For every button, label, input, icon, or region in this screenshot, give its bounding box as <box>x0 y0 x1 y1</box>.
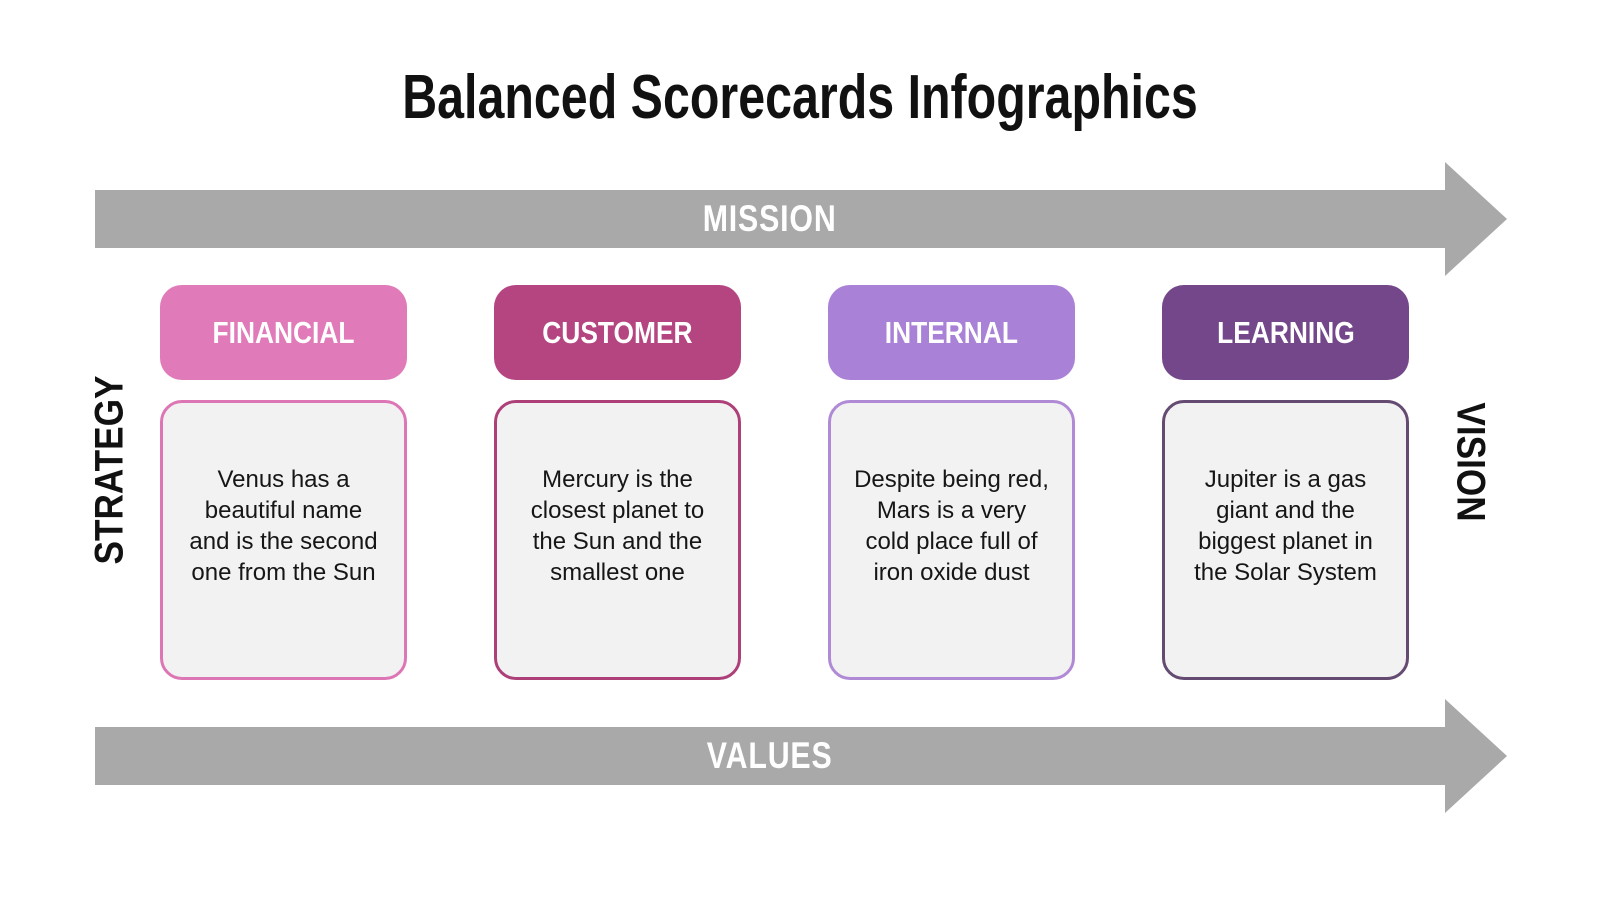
page-title: Balanced Scorecards Infographics <box>402 63 1198 132</box>
financial-header-label: FINANCIAL <box>212 314 355 350</box>
scorecard-columns: FINANCIAL Venus has a beautiful name and… <box>160 285 1409 680</box>
mission-arrow: MISSION <box>95 162 1507 276</box>
mission-label: MISSION <box>703 198 837 239</box>
mission-arrow-head-icon <box>1445 162 1507 276</box>
column-financial: FINANCIAL Venus has a beautiful name and… <box>160 285 407 680</box>
learning-card: Jupiter is a gas giant and the biggest p… <box>1162 400 1409 680</box>
column-customer: CUSTOMER Mercury is the closest planet t… <box>494 285 741 680</box>
mission-arrow-bar: MISSION <box>95 190 1445 248</box>
customer-header-label: CUSTOMER <box>542 314 693 350</box>
strategy-label: STRATEGY <box>87 375 132 565</box>
internal-card: Despite being red, Mars is a very cold p… <box>828 400 1075 680</box>
values-label: VALUES <box>707 735 833 776</box>
values-arrow-bar: VALUES <box>95 727 1445 785</box>
customer-description: Mercury is the closest planet to the Sun… <box>530 466 705 586</box>
column-learning: LEARNING Jupiter is a gas giant and the … <box>1162 285 1409 680</box>
learning-header: LEARNING <box>1162 285 1409 380</box>
financial-header: FINANCIAL <box>160 285 407 380</box>
customer-header: CUSTOMER <box>494 285 741 380</box>
values-arrow: VALUES <box>95 699 1507 813</box>
customer-card: Mercury is the closest planet to the Sun… <box>494 400 741 680</box>
learning-header-label: LEARNING <box>1216 314 1355 350</box>
vision-label: VISION <box>1448 402 1493 522</box>
internal-description: Despite being red, Mars is a very cold p… <box>854 466 1049 586</box>
learning-description: Jupiter is a gas giant and the biggest p… <box>1194 466 1377 586</box>
column-internal: INTERNAL Despite being red, Mars is a ve… <box>828 285 1075 680</box>
internal-header-label: INTERNAL <box>884 314 1019 350</box>
internal-header: INTERNAL <box>828 285 1075 380</box>
values-arrow-head-icon <box>1445 699 1507 813</box>
financial-description: Venus has a beautiful name and is the se… <box>189 466 378 586</box>
financial-card: Venus has a beautiful name and is the se… <box>160 400 407 680</box>
